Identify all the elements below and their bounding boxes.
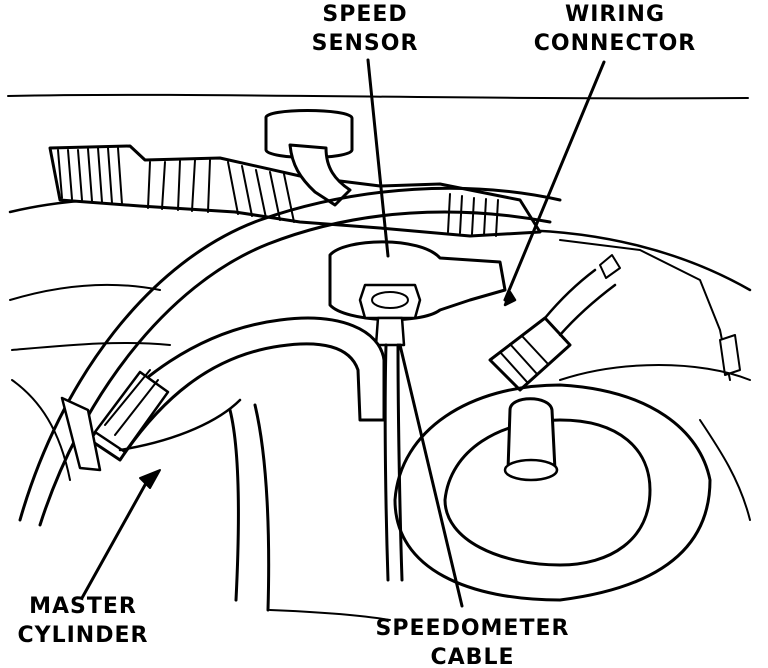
label-master-cylinder-line-2: CYLINDER bbox=[17, 623, 149, 648]
label-speed-sensor-line-1: SPEED bbox=[322, 2, 408, 27]
speed-sensor-leader bbox=[366, 58, 390, 258]
speedometer-cable bbox=[383, 343, 404, 582]
background-contour-right bbox=[559, 364, 751, 521]
label-master-cylinder: MASTER CYLINDER bbox=[8, 592, 158, 650]
label-master-cylinder-line-1: MASTER bbox=[29, 594, 137, 619]
label-speed-sensor: SPEED SENSOR bbox=[300, 0, 430, 58]
right-panel-contour bbox=[518, 228, 752, 292]
hood-edge-line bbox=[7, 93, 749, 100]
speedometer-cable-leader bbox=[398, 343, 464, 608]
background-contour-left bbox=[9, 283, 171, 481]
master-cylinder-arrowhead bbox=[139, 469, 161, 489]
label-speedometer-cable: SPEEDOMETER CABLE bbox=[360, 614, 585, 668]
label-speed-sensor-line-2: SENSOR bbox=[311, 31, 419, 56]
strut-tower bbox=[393, 383, 712, 602]
master-cylinder-assembly bbox=[60, 316, 386, 612]
label-wiring-connector: WIRING CONNECTOR bbox=[520, 0, 710, 58]
rubber-boot bbox=[264, 109, 354, 207]
label-wiring-connector-line-1: WIRING bbox=[564, 2, 666, 27]
wiring-connector-assembly bbox=[488, 239, 741, 392]
wiring-connector-leader bbox=[503, 60, 606, 302]
label-speedometer-cable-line-1: SPEEDOMETER bbox=[375, 616, 570, 641]
label-wiring-connector-line-2: CONNECTOR bbox=[533, 31, 697, 56]
background-contour-bottom bbox=[269, 609, 391, 621]
master-cylinder-leader bbox=[80, 474, 152, 600]
speed-sensor-body bbox=[328, 240, 507, 347]
label-speedometer-cable-line-2: CABLE bbox=[430, 645, 515, 668]
